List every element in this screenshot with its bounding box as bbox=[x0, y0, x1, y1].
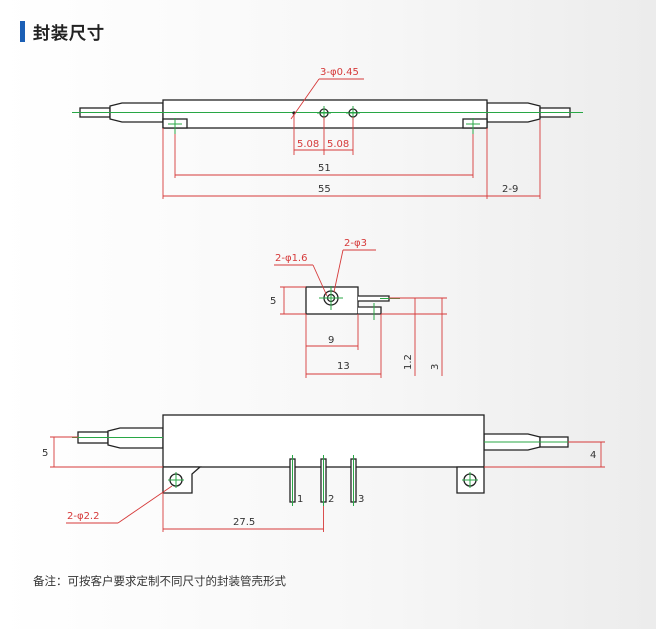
pitch-label-1: 5.08 bbox=[297, 139, 319, 150]
pin-2-label: 2 bbox=[328, 494, 334, 505]
side-view: 2-φ1.6 2-φ3 5 9 13 1.2 3 bbox=[270, 238, 447, 378]
front-view: 1 2 3 5 4 2-φ2.2 27.5 bbox=[42, 414, 605, 532]
big-hole-label: 2-φ3 bbox=[344, 238, 367, 249]
section-header: 封装尺寸 bbox=[20, 20, 105, 44]
top-body bbox=[162, 99, 488, 129]
side-step bbox=[358, 306, 382, 315]
footnote: 备注：可按客户要求定制不同尺寸的封装管壳形式 bbox=[33, 574, 286, 588]
dim-3-label: 3 bbox=[430, 364, 441, 370]
dim-1-2-label: 1.2 bbox=[403, 354, 414, 370]
big-hole-leader bbox=[333, 249, 344, 293]
section-title: 封装尺寸 bbox=[33, 23, 105, 44]
small-hole-leader bbox=[312, 264, 328, 297]
mount-hole-leader bbox=[117, 485, 173, 524]
side-height-label: 5 bbox=[270, 296, 276, 307]
pin-1-label: 1 bbox=[297, 494, 303, 505]
pigtail-length-label: 2-9 bbox=[502, 184, 518, 195]
hole-to-pin-label: 27.5 bbox=[233, 517, 255, 528]
mount-hole-label: 2-φ2.2 bbox=[67, 511, 99, 522]
body-length-label: 55 bbox=[318, 184, 331, 195]
small-hole-label: 2-φ1.6 bbox=[275, 253, 307, 264]
header-accent-bar bbox=[20, 20, 25, 42]
side-body bbox=[305, 286, 359, 315]
pin-3-label: 3 bbox=[358, 494, 364, 505]
top-view: 3-φ0.45 5.08 5.08 51 55 2-9 bbox=[72, 67, 583, 199]
width-9-label: 9 bbox=[328, 335, 334, 346]
pitch-label-2: 5.08 bbox=[327, 139, 349, 150]
front-right-height-label: 4 bbox=[590, 450, 596, 461]
width-13-label: 13 bbox=[337, 361, 350, 372]
front-left-height-label: 5 bbox=[42, 448, 48, 459]
inner-length-label: 51 bbox=[318, 163, 331, 174]
hole-size-label: 3-φ0.45 bbox=[320, 67, 359, 78]
hole-leader bbox=[290, 78, 320, 120]
